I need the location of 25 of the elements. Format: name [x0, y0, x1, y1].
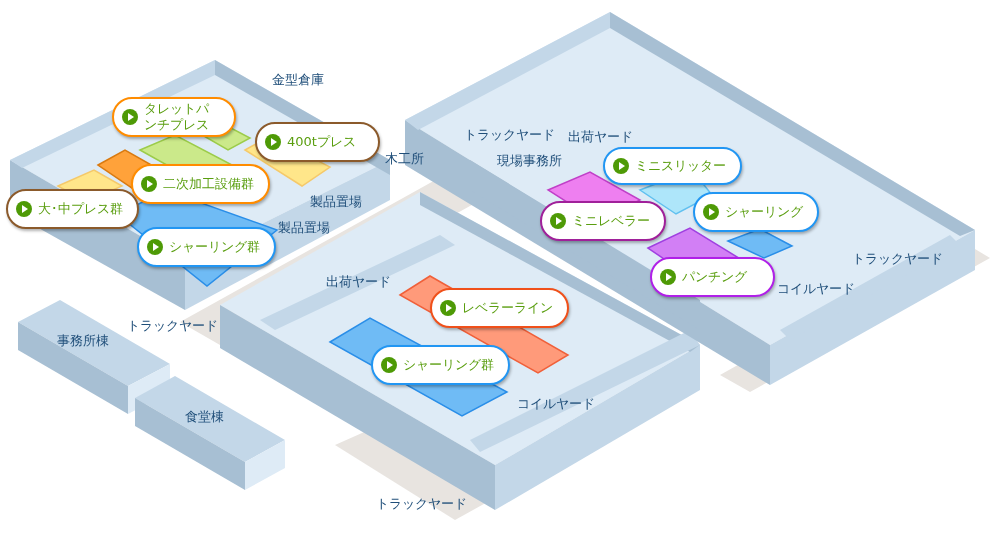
area-label: 出荷ヤード	[568, 129, 633, 145]
area-label: 事務所棟	[57, 333, 109, 349]
equipment-button: 400tプレス	[255, 122, 380, 162]
area-label: トラックヤード	[127, 318, 218, 334]
equipment-button: パンチング	[650, 257, 775, 297]
area-label: 食堂棟	[185, 409, 224, 425]
area-label: 出荷ヤード	[326, 274, 391, 290]
area-label: 製品置場	[310, 194, 362, 210]
area-label: トラックヤード	[852, 251, 943, 267]
equipment-button: ミニレベラー	[540, 201, 666, 241]
area-label: トラックヤード	[376, 496, 467, 512]
equipment-button: シャーリング群	[137, 227, 276, 267]
equipment-button: ミニスリッター	[603, 147, 742, 185]
equipment-button: 二次加工設備群	[131, 164, 270, 204]
equipment-button: シャーリング	[693, 192, 819, 232]
equipment-button: シャーリング群	[371, 345, 510, 385]
area-label: 現場事務所	[497, 153, 562, 169]
area-label: コイルヤード	[517, 396, 595, 412]
area-label: 金型倉庫	[272, 72, 324, 88]
equipment-button: レベラーライン	[430, 288, 569, 328]
area-label: 木工所	[385, 151, 424, 167]
area-label: 製品置場	[278, 220, 330, 236]
equipment-button: タレットパンチプレス	[112, 97, 236, 137]
equipment-button: 大･中プレス群	[6, 189, 139, 229]
area-label: トラックヤード	[464, 127, 555, 143]
